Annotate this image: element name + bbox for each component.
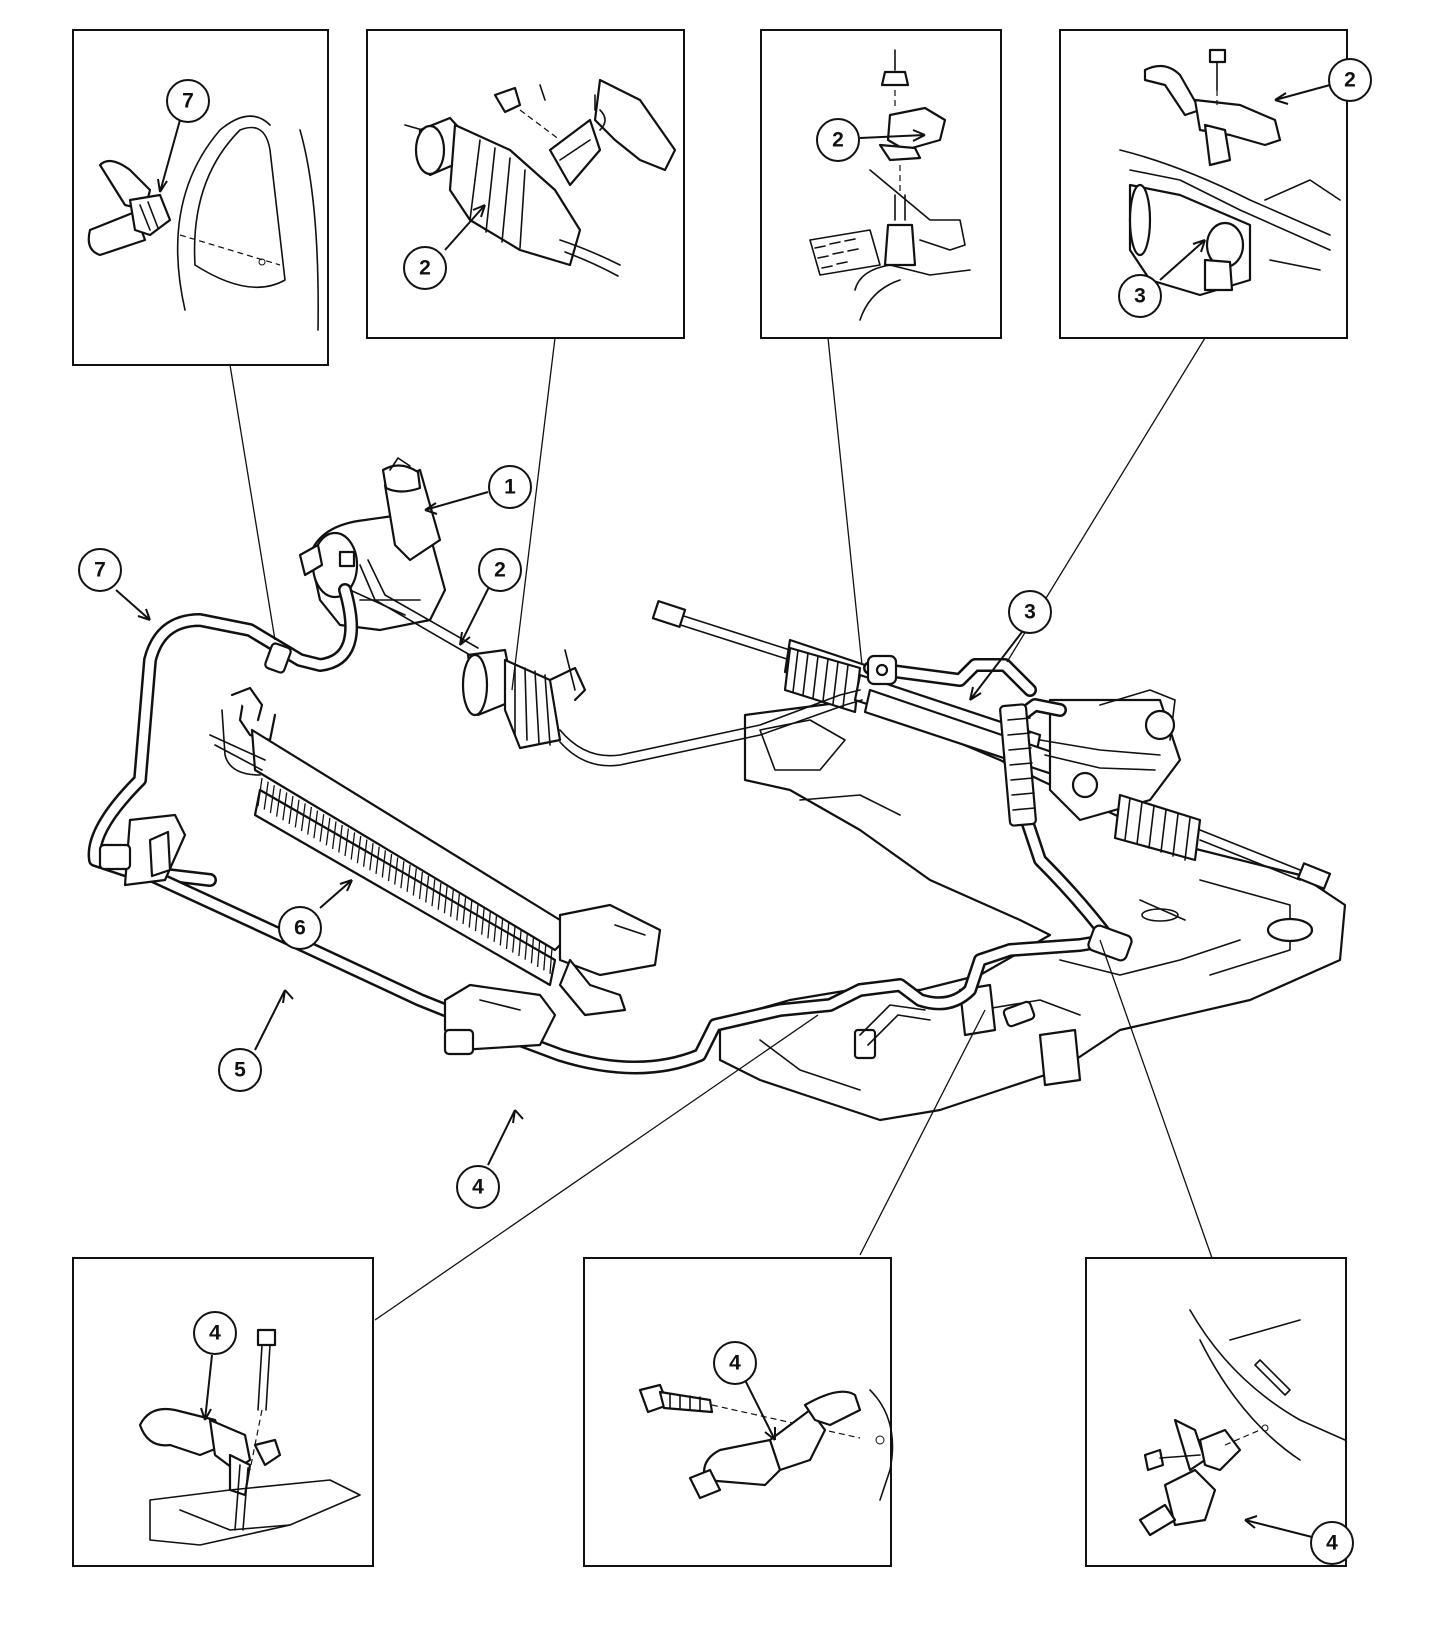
- callout-4-circle: [456, 1165, 500, 1209]
- detail-bottom-center: [583, 1257, 894, 1567]
- callout-7-circle: [78, 548, 122, 592]
- detail-tl-7-label: 7: [182, 90, 194, 113]
- callout-5-label: 5: [234, 1059, 246, 1082]
- boot-right: [1113, 793, 1202, 862]
- detail-bl-4-label: 4: [209, 1322, 221, 1345]
- detail-tl-7-arrow: [157, 119, 181, 193]
- detail-tr2-3-arrow: [1159, 239, 1206, 281]
- detail-tr1-2-arrow: [859, 129, 926, 142]
- steering-gear: [651, 600, 1332, 890]
- callout-1-circle: [488, 465, 532, 509]
- detail-br-4-arrow: [1244, 1515, 1313, 1538]
- callout-3-circle: [1008, 590, 1052, 634]
- detail-br-4-circle: [1310, 1521, 1354, 1565]
- detail-tr2-2-circle: [1328, 58, 1372, 102]
- reservoir: [298, 457, 447, 632]
- detail-bc-4-label: 4: [729, 1352, 741, 1375]
- boot-left: [783, 646, 862, 714]
- callout-6-label: 6: [294, 917, 306, 940]
- callout-6-circle: [278, 906, 322, 950]
- callout-1-label: 1: [504, 476, 516, 499]
- callout-4-label: 4: [472, 1176, 484, 1199]
- detail-bottom-left: [72, 1257, 374, 1567]
- detail-tr2-3-circle: [1118, 274, 1162, 318]
- detail-top-left: [72, 29, 329, 366]
- callout-7-label: 7: [94, 559, 106, 582]
- detail-tr2-2-label: 2: [1344, 69, 1356, 92]
- callout-4-arrow: [487, 1109, 524, 1166]
- detail-tr2-2-arrow: [1274, 84, 1331, 105]
- detail-top-right-1: [760, 29, 1002, 339]
- oil-cooler: [209, 686, 662, 1017]
- callout-3-label: 3: [1024, 601, 1036, 624]
- callout-6-arrow: [319, 879, 353, 909]
- detail-tl-7-circle: [166, 79, 210, 123]
- detail-tc-2-circle: [403, 246, 447, 290]
- callout-2-arrow: [459, 584, 491, 646]
- main-assembly: [87, 457, 1347, 1122]
- callouts: 1 2 3 7 6 5 4 7 2 2 2 3: [78, 58, 1372, 1565]
- detail-tr1-2-label: 2: [832, 129, 844, 152]
- hose-7: [87, 583, 359, 887]
- callout-7-arrow: [115, 589, 151, 621]
- detail-top-right-2: [1059, 29, 1348, 339]
- detail-bl-4-arrow: [200, 1354, 213, 1421]
- detail-bc-4-arrow: [744, 1379, 776, 1441]
- callout-1-arrow: [424, 491, 489, 515]
- callout-2-circle: [478, 548, 522, 592]
- detail-bc-4-circle: [713, 1341, 757, 1385]
- callout-5-arrow: [254, 989, 294, 1051]
- detail-tc-2-arrow: [444, 204, 486, 251]
- detail-tr2-3-label: 3: [1134, 285, 1146, 308]
- detail-tc-2-label: 2: [419, 257, 431, 280]
- detail-bl-4-circle: [193, 1311, 237, 1355]
- detail-bottom-right: [1085, 1257, 1347, 1567]
- callout-5-circle: [218, 1048, 262, 1092]
- callout-3-arrow: [969, 631, 1023, 701]
- return-line-5: [98, 813, 557, 1056]
- pressure-hose: [359, 559, 863, 767]
- detail-br-4-label: 4: [1326, 1532, 1338, 1555]
- detail-top-center: [366, 29, 685, 339]
- return-line-4: [448, 698, 1133, 1075]
- pressure-damper: [461, 648, 587, 750]
- callout-2-label: 2: [494, 559, 506, 582]
- detail-tr1-2-circle: [816, 118, 860, 162]
- gear-pressure-hose: [863, 654, 1037, 697]
